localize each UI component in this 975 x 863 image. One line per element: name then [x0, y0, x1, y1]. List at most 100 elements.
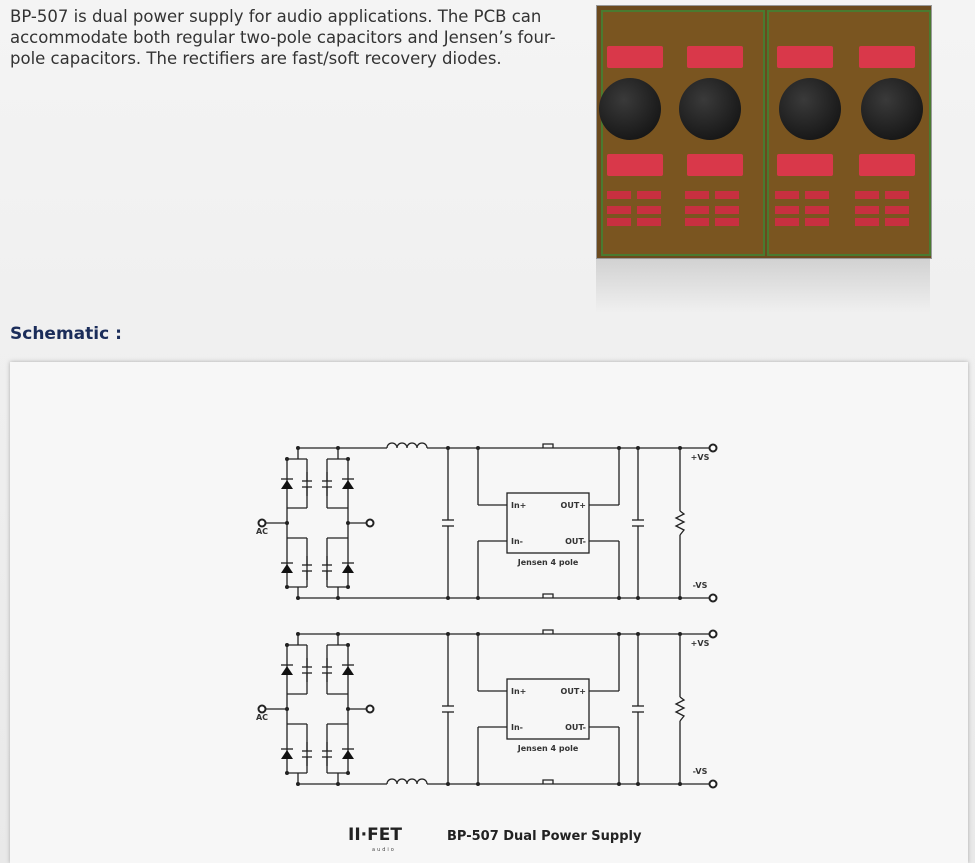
diode [805, 191, 829, 199]
schematic-title: BP-507 Dual Power Supply [447, 829, 642, 844]
junction-dot [346, 771, 350, 775]
junction-dot [285, 457, 289, 461]
junction-dot [446, 446, 450, 450]
diode-icon [281, 480, 293, 489]
inductor-icon [386, 442, 428, 449]
schematic-heading: Schematic : [10, 324, 122, 344]
intro-text: BP-507 is dual power supply for audio ap… [10, 7, 556, 68]
junction-dot [636, 446, 640, 450]
junction-dot [296, 782, 300, 786]
diode [607, 191, 631, 199]
diode-icon [342, 480, 354, 489]
vs-minus-label: -VS [693, 581, 708, 590]
diode-icon [281, 666, 293, 675]
diode [637, 218, 661, 226]
diode [637, 191, 661, 199]
diode [775, 206, 799, 214]
photo-reflection [596, 258, 930, 313]
junction-dot [476, 446, 480, 450]
rail-jumper [542, 779, 554, 784]
rail-jumper [542, 593, 554, 598]
junction-dot [346, 521, 350, 525]
in-minus-label: In- [511, 537, 523, 546]
junction-dot [285, 771, 289, 775]
diode [685, 206, 709, 214]
logo: II·FET [348, 825, 402, 845]
diode [775, 191, 799, 199]
junction-dot [446, 596, 450, 600]
junction-dot [336, 446, 340, 450]
capacitor [599, 78, 661, 140]
diode [855, 191, 879, 199]
diode [685, 218, 709, 226]
vs-plus-label: +VS [691, 453, 710, 462]
film-capacitor [687, 46, 743, 68]
diode [715, 206, 739, 214]
diode-icon [281, 750, 293, 759]
junction-dot [617, 596, 621, 600]
pcb-photo [596, 5, 932, 259]
junction-dot [678, 632, 682, 636]
junction-dot [346, 585, 350, 589]
terminal [708, 629, 718, 639]
capacitor [679, 78, 741, 140]
terminal [708, 593, 718, 603]
junction-dot [336, 782, 340, 786]
junction-dot [476, 782, 480, 786]
terminal [708, 779, 718, 789]
terminal [257, 704, 267, 714]
junction-dot [285, 585, 289, 589]
junction-dot [336, 596, 340, 600]
film-capacitor [687, 154, 743, 176]
diode [715, 191, 739, 199]
inductor-icon [386, 778, 428, 785]
junction-dot [285, 521, 289, 525]
diode-icon [342, 564, 354, 573]
logo-subtitle: audio [372, 847, 396, 853]
in-minus-label: In- [511, 723, 523, 732]
diode [637, 206, 661, 214]
junction-dot [617, 632, 621, 636]
junction-dot [636, 782, 640, 786]
diode [805, 206, 829, 214]
junction-dot [636, 632, 640, 636]
junction-dot [678, 782, 682, 786]
diode [885, 218, 909, 226]
in-plus-label: In+ [511, 687, 526, 696]
diode [885, 191, 909, 199]
resistor-icon [674, 696, 686, 722]
junction-dot [346, 707, 350, 711]
resistor-icon [674, 510, 686, 536]
terminal [365, 518, 375, 528]
diode [805, 218, 829, 226]
rail-jumper [542, 443, 554, 448]
junction-dot [636, 596, 640, 600]
terminal [708, 443, 718, 453]
diode [715, 218, 739, 226]
film-capacitor [859, 46, 915, 68]
jensen-box [506, 492, 590, 554]
terminal [365, 704, 375, 714]
diode [685, 191, 709, 199]
junction-dot [296, 446, 300, 450]
diode [855, 206, 879, 214]
schematic-panel [10, 362, 968, 863]
junction-dot [296, 596, 300, 600]
junction-dot [346, 457, 350, 461]
jensen-label: Jensen 4 pole [517, 558, 579, 567]
terminal [257, 518, 267, 528]
vs-plus-label: +VS [691, 639, 710, 648]
capacitor [779, 78, 841, 140]
junction-dot [346, 643, 350, 647]
vs-minus-label: -VS [693, 767, 708, 776]
junction-dot [285, 707, 289, 711]
junction-dot [617, 446, 621, 450]
junction-dot [678, 596, 682, 600]
junction-dot [617, 782, 621, 786]
junction-dot [446, 782, 450, 786]
diode [885, 206, 909, 214]
junction-dot [476, 632, 480, 636]
junction-dot [476, 596, 480, 600]
ac-label: AC [256, 713, 268, 722]
